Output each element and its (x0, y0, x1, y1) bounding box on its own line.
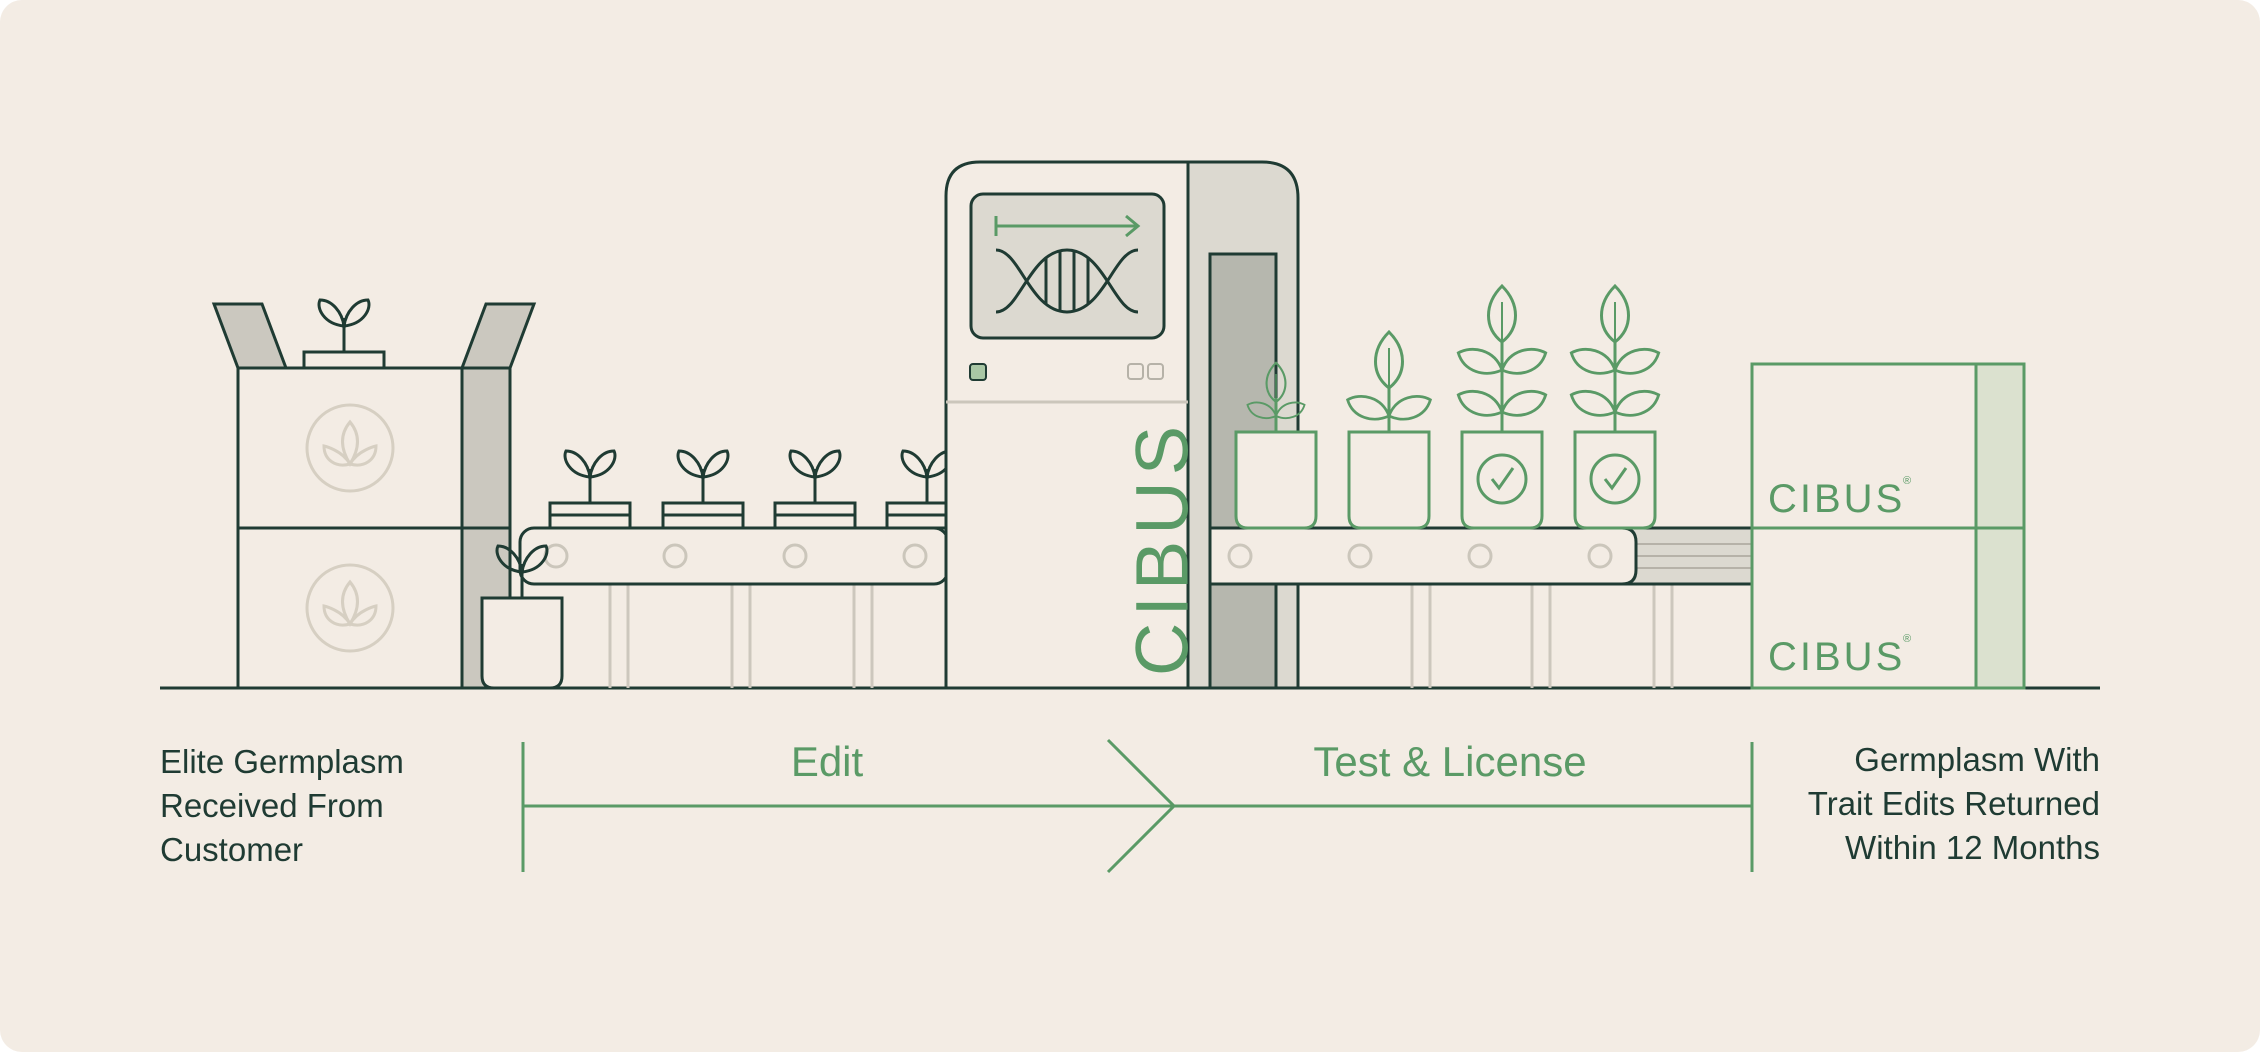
source-label-line: Elite Germplasm (160, 743, 404, 780)
timeline (521, 738, 1754, 874)
returned-boxes: CIBUS ® CIBUS ® (1750, 362, 2026, 690)
plant-pot-medium (1346, 330, 1432, 530)
result-label-line: Germplasm With (1854, 741, 2100, 778)
plant-pot-small (1234, 361, 1318, 530)
machine-logo: CIBUS (1121, 420, 1204, 676)
checkmark-circle-icon (1589, 453, 1641, 505)
stage-test-license-label: Test & License (1313, 738, 1587, 785)
registered-mark: ® (1903, 475, 1911, 487)
incoming-box (211, 298, 537, 690)
source-label: Elite Germplasm Received From Customer (160, 740, 404, 872)
machine-button (1127, 363, 1144, 380)
plant-pot-tall (1456, 284, 1548, 530)
conveyor-left (518, 451, 967, 688)
checkmark-circle-icon (1476, 453, 1528, 505)
registered-mark: ® (1903, 633, 1911, 645)
result-label-line: Trait Edits Returned (1807, 785, 2100, 822)
source-label-line: Received From (160, 787, 384, 824)
machine-button (1147, 363, 1164, 380)
result-label: Germplasm With Trait Edits Returned With… (1700, 738, 2100, 870)
box-logo: CIBUS (1768, 477, 1905, 521)
box-logo: CIBUS (1768, 635, 1905, 679)
editing-machine: CIBUS (944, 160, 1300, 690)
seedling-pot (480, 544, 564, 690)
result-label-line: Within 12 Months (1845, 829, 2100, 866)
machine-power-light (969, 363, 987, 381)
stage-edit-label: Edit (790, 738, 864, 785)
plant-pot-tall (1569, 284, 1661, 530)
source-label-line: Customer (160, 831, 304, 868)
chevron-right-icon (1106, 738, 1177, 874)
dna-helix-icon (994, 214, 1141, 314)
